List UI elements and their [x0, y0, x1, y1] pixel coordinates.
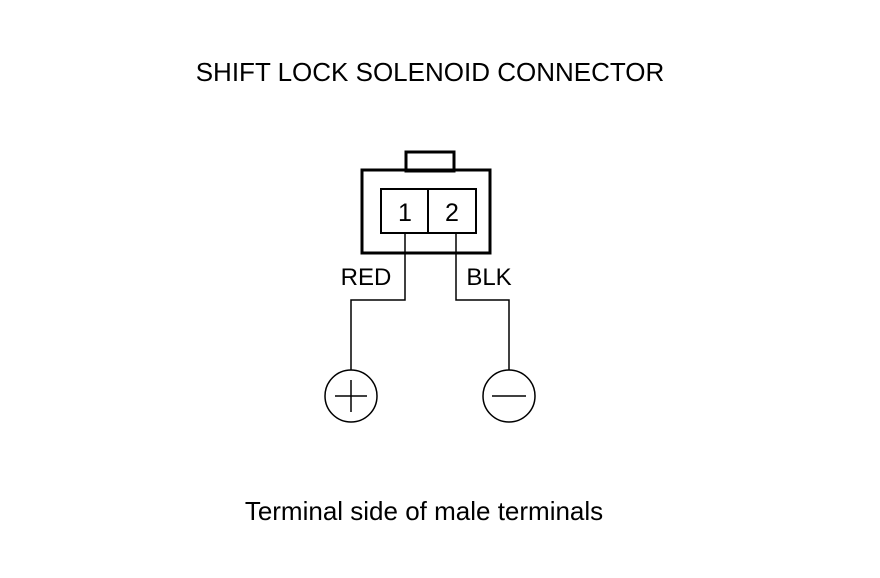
- diagram-title: SHIFT LOCK SOLENOID CONNECTOR: [196, 57, 665, 87]
- wire-pin-2: [455, 233, 510, 370]
- pin-1-number: 1: [398, 199, 412, 227]
- wire-color-label-blk: BLK: [466, 264, 511, 291]
- wire-pin-1: [350, 233, 406, 370]
- diagram-caption: Terminal side of male terminals: [245, 496, 603, 526]
- connector-lock-tab: [404, 150, 456, 173]
- wire-color-label-red: RED: [341, 264, 392, 291]
- connector-housing: [360, 150, 492, 255]
- minus-icon: [482, 369, 536, 423]
- connector-body: [360, 168, 492, 255]
- pin-2-number: 2: [445, 199, 459, 227]
- plus-icon: [324, 369, 378, 423]
